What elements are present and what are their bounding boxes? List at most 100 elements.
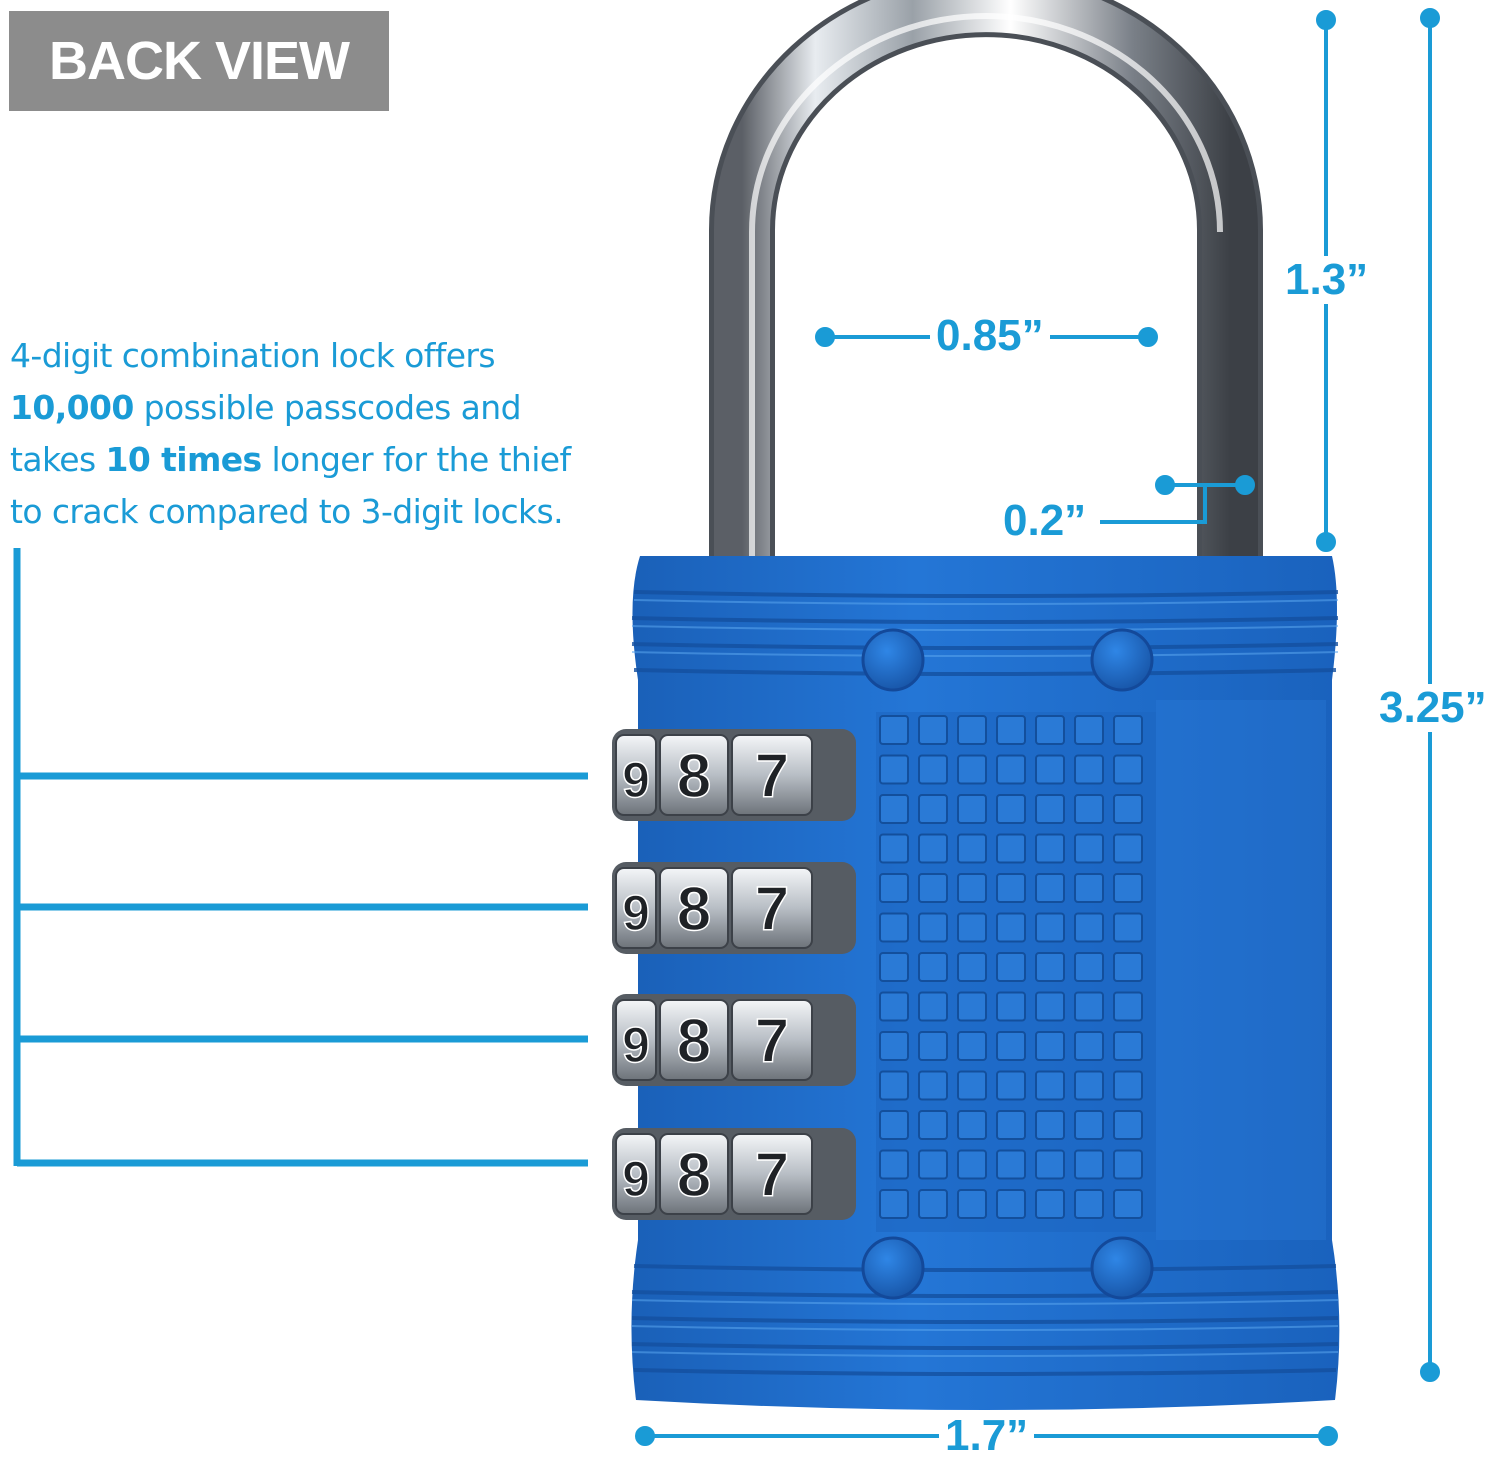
grip-cell bbox=[1074, 833, 1104, 864]
dim-body-width: 1.7” bbox=[939, 1412, 1035, 1460]
desc-line-3: takes 10 times longer for the thief bbox=[10, 440, 571, 479]
grip-cell bbox=[996, 1149, 1026, 1180]
grip-cell bbox=[957, 715, 987, 745]
dial-digit: 7 bbox=[755, 742, 789, 811]
dim-shackle-width: 0.85” bbox=[930, 312, 1050, 360]
grip-cell bbox=[1113, 1149, 1143, 1180]
grip-cell bbox=[996, 754, 1026, 785]
grip-cell bbox=[1035, 991, 1065, 1022]
grip-cell bbox=[1035, 1149, 1065, 1180]
grip-cell bbox=[918, 1110, 948, 1140]
grip-cell bbox=[957, 1110, 987, 1140]
grip-cell bbox=[1074, 794, 1104, 824]
grip-cell bbox=[957, 1189, 987, 1219]
grip-cell bbox=[918, 715, 948, 745]
grip-cell bbox=[957, 873, 987, 903]
grip-cell bbox=[1035, 873, 1065, 903]
dial-digit: 8 bbox=[677, 1141, 711, 1210]
dial-segment bbox=[659, 734, 729, 816]
grip-cell bbox=[996, 1070, 1026, 1101]
grip-cell bbox=[918, 873, 948, 903]
desc-line-2: 10,000 possible passcodes and bbox=[10, 388, 522, 427]
grip-cell bbox=[957, 1031, 987, 1061]
grip-cell bbox=[918, 1070, 948, 1101]
grip-cell bbox=[1035, 912, 1065, 943]
grip-cell bbox=[957, 991, 987, 1022]
dim-total-height: 3.25” bbox=[1373, 684, 1493, 732]
grip-cell bbox=[1074, 991, 1104, 1022]
dim-shackle-height: 1.3” bbox=[1279, 256, 1375, 304]
grip-cell bbox=[1113, 991, 1143, 1022]
grip-cell bbox=[1035, 952, 1065, 982]
dial-digit: 8 bbox=[677, 875, 711, 944]
grip-cell bbox=[1074, 1189, 1104, 1219]
grip-cell bbox=[918, 1031, 948, 1061]
grip-cell bbox=[879, 1070, 909, 1101]
dial-digit: 8 bbox=[677, 742, 711, 811]
grip-cell bbox=[996, 794, 1026, 824]
grip-cell bbox=[996, 1110, 1026, 1140]
feature-description: 4-digit combination lock offers 10,000 p… bbox=[10, 330, 650, 538]
grip-cell bbox=[879, 794, 909, 824]
dial-segment bbox=[615, 734, 657, 816]
grip-cell bbox=[1074, 1149, 1104, 1180]
grip-cell bbox=[1074, 912, 1104, 943]
grip-cell bbox=[879, 991, 909, 1022]
grip-cell bbox=[1035, 794, 1065, 824]
dial-segment bbox=[659, 1133, 729, 1215]
dial-segment bbox=[659, 999, 729, 1081]
shackle bbox=[709, 0, 1263, 575]
dial-segment bbox=[615, 867, 657, 949]
grip-cell bbox=[879, 715, 909, 745]
grip-cell bbox=[957, 794, 987, 824]
grip-cell bbox=[918, 912, 948, 943]
grip-cell bbox=[1113, 952, 1143, 982]
grip-cell bbox=[918, 754, 948, 785]
grip-cell bbox=[879, 1149, 909, 1180]
rivet-top-left bbox=[861, 628, 925, 692]
grip-cell bbox=[1113, 1031, 1143, 1061]
grip-cell bbox=[918, 1189, 948, 1219]
dial-segment bbox=[615, 1133, 657, 1215]
grip-cell bbox=[996, 1189, 1026, 1219]
grip-cell bbox=[957, 1070, 987, 1101]
back-view-badge: BACK VIEW bbox=[9, 11, 389, 111]
grip-cell bbox=[1074, 1031, 1104, 1061]
rivet-bottom-left bbox=[861, 1236, 925, 1300]
grip-cell bbox=[1074, 715, 1104, 745]
dial-segment bbox=[731, 999, 813, 1081]
grip-cell bbox=[1113, 833, 1143, 864]
dial-segment bbox=[615, 999, 657, 1081]
grip-cell bbox=[1035, 754, 1065, 785]
dial-digit: 7 bbox=[755, 875, 789, 944]
dim-shackle-thickness: 0.2” bbox=[1003, 496, 1087, 545]
grip-cell bbox=[879, 1189, 909, 1219]
grip-cell bbox=[957, 833, 987, 864]
grip-cell bbox=[1074, 873, 1104, 903]
grip-cell bbox=[918, 991, 948, 1022]
grip-cell bbox=[879, 833, 909, 864]
grip-cell bbox=[996, 833, 1026, 864]
grip-cell bbox=[957, 912, 987, 943]
grip-cell bbox=[879, 873, 909, 903]
grip-cell bbox=[879, 1031, 909, 1061]
rivet-top-right bbox=[1090, 628, 1154, 692]
grip-cell bbox=[996, 873, 1026, 903]
dial-pointer-lines bbox=[13, 548, 588, 1167]
grip-cell bbox=[879, 754, 909, 785]
grip-cell bbox=[957, 952, 987, 982]
grip-cell bbox=[1035, 1070, 1065, 1101]
grip-cell bbox=[1074, 952, 1104, 982]
grip-cell bbox=[1074, 1110, 1104, 1140]
grip-cell bbox=[996, 912, 1026, 943]
grip-cell bbox=[996, 1031, 1026, 1061]
dial-digit: 7 bbox=[755, 1141, 789, 1210]
grip-cell bbox=[918, 952, 948, 982]
grip-cell bbox=[918, 1149, 948, 1180]
